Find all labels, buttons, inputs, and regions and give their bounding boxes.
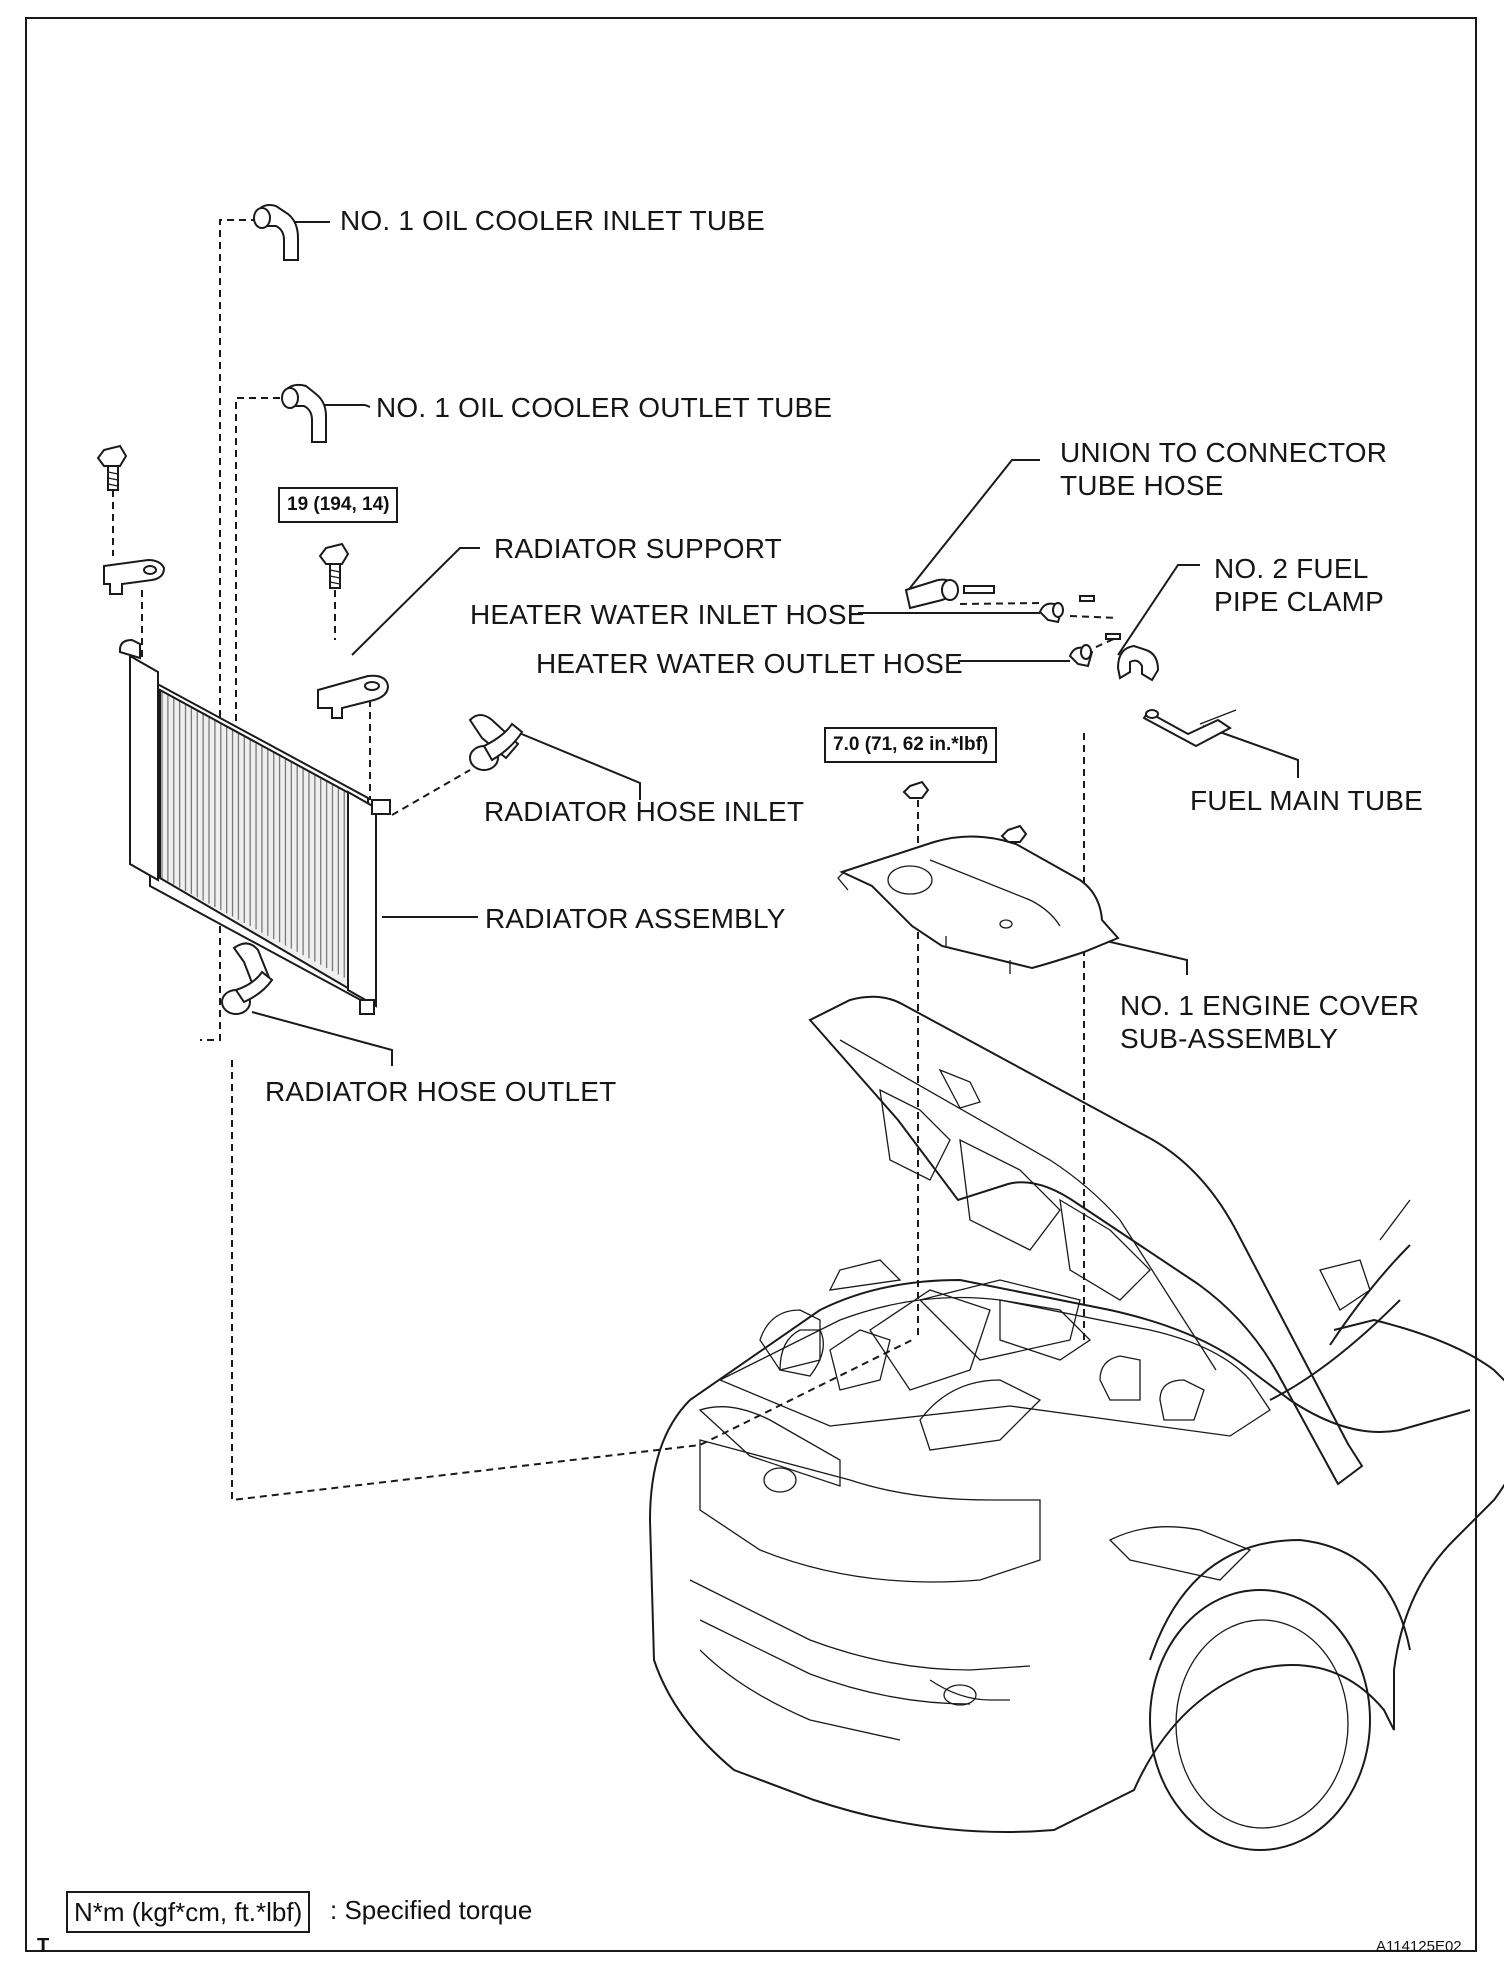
radiator-hose-outlet-part [221,942,274,1015]
corner-marker: T [37,1935,50,1957]
radiator-hose-inlet-part [468,714,524,771]
diagram-frame [25,17,1477,1952]
engine-cover-part [837,835,1120,974]
torque-spec-cover-nut: 7.0 (71, 62 in.*lbf) [824,727,998,763]
fuel-pipe-clamp-part [1116,644,1160,682]
label-union-hose-line2: TUBE HOSE [1060,470,1224,501]
radiator-bracket-part [103,558,166,595]
label-heater-water-inlet-hose: HEATER WATER INLET HOSE [470,599,866,630]
fuel-main-tube-part [1142,709,1237,748]
label-radiator-hose-outlet: RADIATOR HOSE OUTLET [265,1076,617,1107]
label-fuel-clamp-line1: NO. 2 FUEL [1214,553,1369,584]
leader-lines [251,221,1299,1066]
label-fuel-main-tube: FUEL MAIN TUBE [1190,785,1424,816]
torque-spec-support-bolt: 19 (194, 14) [278,487,399,523]
bracket-bolt-part [96,444,128,491]
heater-outlet-hose-part [1068,633,1121,668]
label-oil-cooler-outlet-tube: NO. 1 OIL COOLER OUTLET TUBE [376,392,833,423]
heater-inlet-hose-part [1038,595,1095,624]
label-oil-cooler-inlet-tube: NO. 1 OIL COOLER INLET TUBE [340,205,766,236]
figure-code: A114125E02 [1376,1938,1462,1955]
label-radiator-hose-inlet: RADIATOR HOSE INLET [484,796,805,827]
label-engine-cover-line1: NO. 1 ENGINE COVER [1120,990,1420,1021]
label-radiator-assembly: RADIATOR ASSEMBLY [485,903,786,934]
oil-cooler-outlet-tube-part [281,383,327,443]
label-fuel-clamp-line2: PIPE CLAMP [1214,586,1385,617]
label-engine-cover-line2: SUB-ASSEMBLY [1120,1023,1339,1054]
support-bolt-part [318,542,350,589]
legend-specified-torque: : Specified torque [330,1895,533,1925]
radiator-assembly-part [119,638,391,1015]
label-radiator-support: RADIATOR SUPPORT [494,533,782,564]
legend-torque-unit-box: N*m (kgf*cm, ft.*lbf) [66,1891,311,1933]
union-connector-hose-part [904,578,995,610]
engine-cover-nut-part [902,780,1028,843]
label-union-hose-line1: UNION TO CONNECTOR [1060,437,1388,468]
radiator-support-part [317,674,390,719]
oil-cooler-inlet-tube-part [253,204,299,261]
label-heater-water-outlet-hose: HEATER WATER OUTLET HOSE [536,648,963,679]
vehicle-front-drawing [648,995,1504,1851]
